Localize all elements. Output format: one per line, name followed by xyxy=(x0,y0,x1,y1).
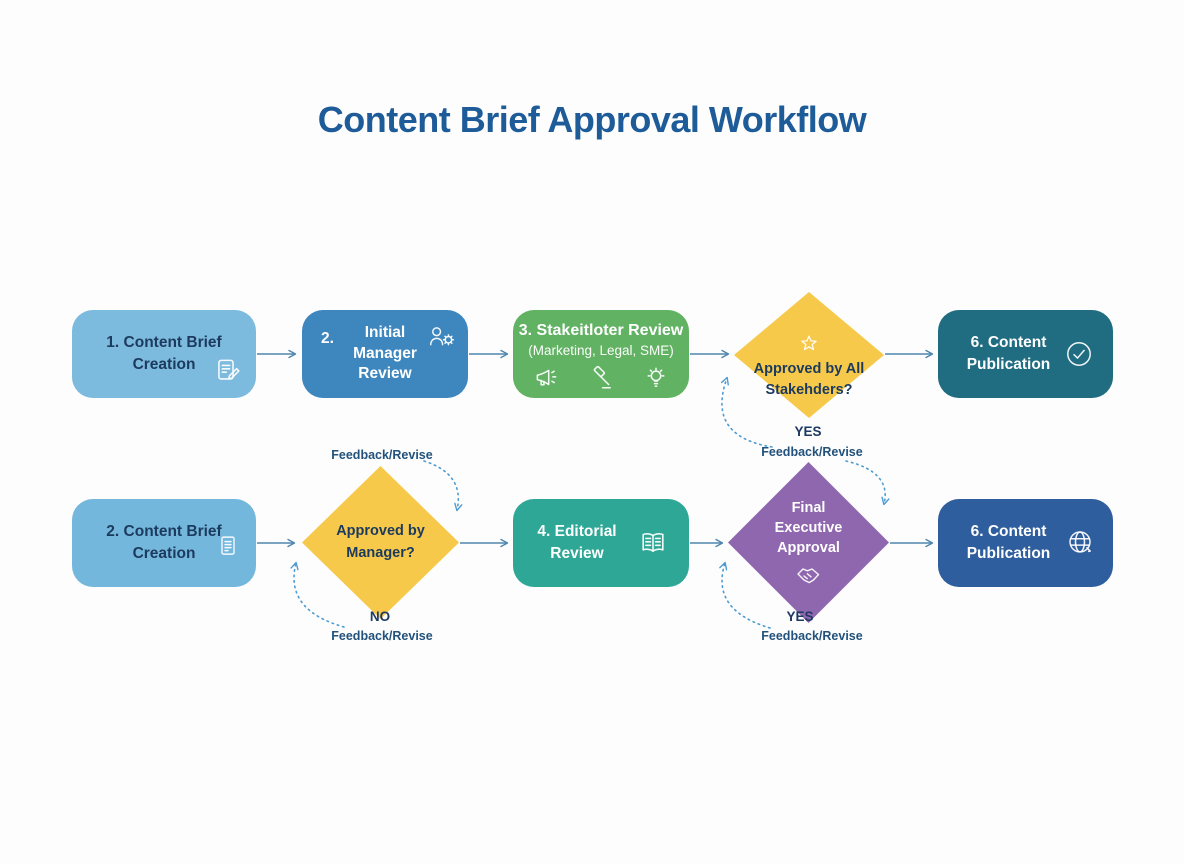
node-label-line: 2. Content Brief xyxy=(106,523,222,541)
label-no-manager: NO xyxy=(369,609,391,624)
node-label-line: Creation xyxy=(132,356,196,373)
node-6-content-publication-bottom: 6. Content Publication xyxy=(938,499,1113,587)
step-number: 2. xyxy=(321,330,334,347)
node-label: 3. Stakeitloter Review xyxy=(519,321,684,340)
node-label-line: Manager xyxy=(353,344,417,362)
node-sublabel: (Marketing, Legal, SME) xyxy=(528,342,674,358)
megaphone-icon xyxy=(536,369,557,386)
node-label-line: Review xyxy=(358,365,412,383)
gavel-icon xyxy=(593,365,611,389)
decision-label-line: Executive xyxy=(774,519,843,536)
node-label: 2. Content Brief Creation xyxy=(106,521,221,564)
decision-label-line: Stakehders? xyxy=(765,382,853,398)
decision-label-line: Approved by xyxy=(336,523,425,540)
label-yes-executive: YES xyxy=(786,609,814,624)
node-6-content-publication-top: 6. Content Publication xyxy=(938,310,1113,398)
node-label: 6. Content Publication xyxy=(967,521,1051,564)
node-label-line: 6. Content xyxy=(970,334,1047,352)
decision-label-line: Approved by All xyxy=(753,360,865,377)
node-label-line: 6. Content xyxy=(970,523,1047,541)
node-2-initial-manager-review: 2. Initial Manager Review xyxy=(302,310,468,398)
document-pencil-icon xyxy=(218,359,240,380)
document-icon xyxy=(221,536,235,555)
handshake-icon xyxy=(796,568,819,584)
label-feedback-revise-manager-top: Feedback/Revise xyxy=(331,448,433,462)
decision-label-line: Manager? xyxy=(346,544,415,561)
lightbulb-icon xyxy=(647,367,665,387)
decision-label-line: Final xyxy=(791,499,826,516)
node-2-content-brief-creation: 2. Content Brief Creation xyxy=(72,499,256,587)
page-title: Content Brief Approval Workflow xyxy=(317,99,867,140)
node-label-line: Review xyxy=(550,545,604,562)
globe-icon xyxy=(1069,531,1091,553)
node-label-line: Publication xyxy=(966,545,1051,562)
node-label-line: Publication xyxy=(966,356,1051,373)
node-1-content-brief-creation: 1. Content Brief Creation xyxy=(72,310,256,398)
decision-label-line: Approval xyxy=(777,540,840,557)
node-label-line: Creation xyxy=(132,545,196,562)
node-label-line: 4. Editorial xyxy=(537,523,617,541)
node-label: 6. Content Publication xyxy=(967,332,1051,375)
stakeholder-icons xyxy=(533,365,669,391)
node-3-stakeholder-review: 3. Stakeitloter Review (Marketing, Legal… xyxy=(513,310,689,398)
node-label: 4. Editorial Review xyxy=(537,521,616,564)
decision-label: Approved by Manager? xyxy=(336,521,425,563)
node-label-line: 3. Stakeitloter Review xyxy=(518,322,684,340)
label-feedback-revise-stakeholders: Feedback/Revise xyxy=(761,445,863,459)
person-gear-icon xyxy=(430,327,455,346)
open-book-icon xyxy=(642,532,664,552)
node-label-line: 1. Content Brief xyxy=(106,334,222,352)
label-yes-stakeholders: YES xyxy=(794,424,822,439)
node-label-line: Initial xyxy=(364,323,406,341)
node-label: Initial Manager Review xyxy=(353,323,417,386)
decision-label: Approved by All Stakehders? xyxy=(754,359,865,401)
decision-approved-by-all-stakeholders: Approved by All Stakehders? xyxy=(734,292,884,418)
decision-final-executive-approval: Final Executive Approval xyxy=(728,462,889,623)
decision-approved-by-manager: Approved by Manager? xyxy=(302,466,459,619)
decision-label: Final Executive Approval xyxy=(775,498,843,559)
node-4-editorial-review: 4. Editorial Review xyxy=(513,499,689,587)
star-icon xyxy=(801,335,817,351)
label-feedback-revise-executive: Feedback/Revise xyxy=(761,629,863,643)
label-feedback-revise-manager-bottom: Feedback/Revise xyxy=(331,629,433,643)
check-circle-icon xyxy=(1067,342,1091,366)
node-label: 1. Content Brief Creation xyxy=(106,332,221,375)
